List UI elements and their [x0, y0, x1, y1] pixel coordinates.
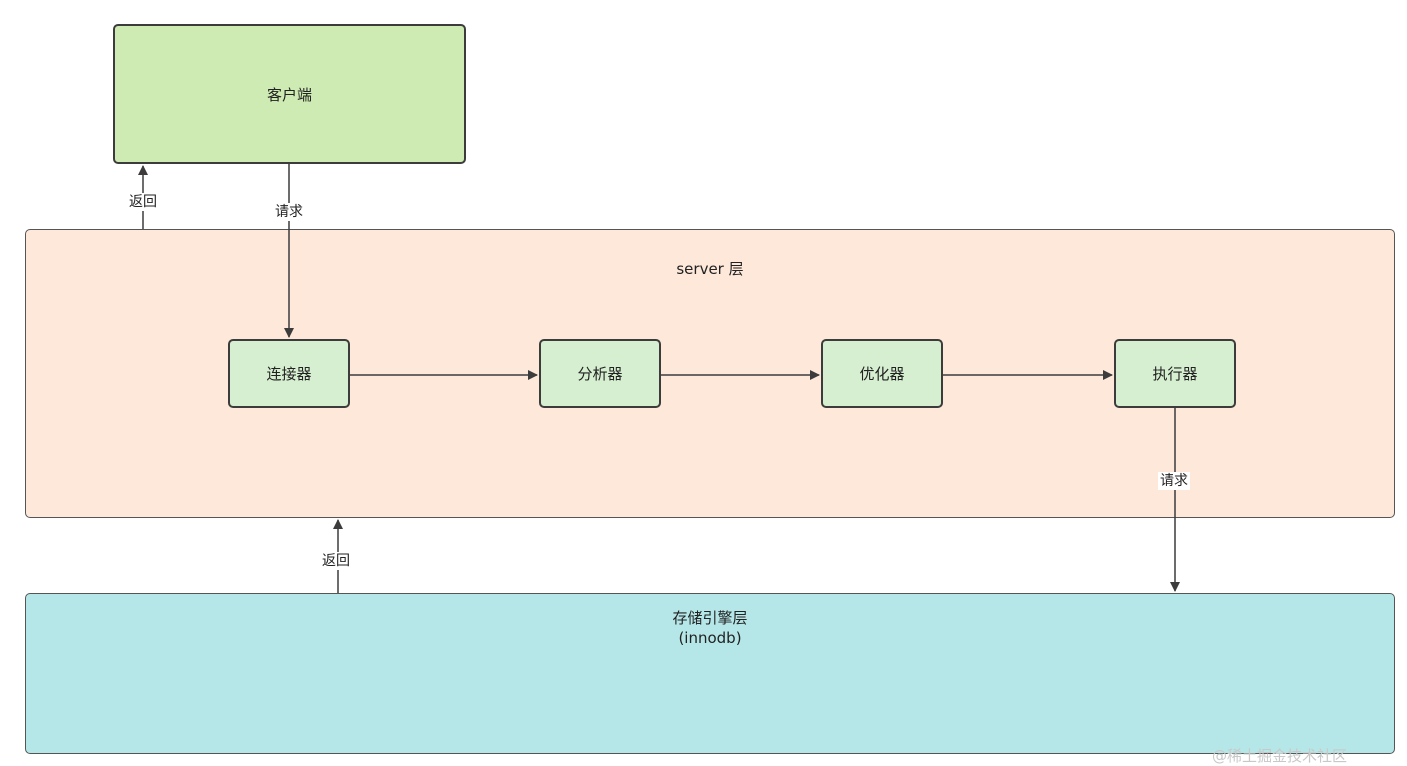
edge-label-storage-return: 返回: [320, 552, 352, 570]
connector-label: 连接器: [266, 365, 312, 383]
server-layer-title: server 层: [676, 260, 744, 278]
watermark: @稀土掘金技术社区: [1212, 747, 1348, 765]
storage-engine-title: 存储引擎层: [672, 609, 748, 627]
edge-label-client-return: 返回: [127, 193, 159, 211]
analyzer-node: 分析器: [539, 339, 661, 408]
executor-node: 执行器: [1114, 339, 1236, 408]
analyzer-label: 分析器: [577, 365, 623, 383]
optimizer-label: 优化器: [859, 365, 905, 383]
storage-engine-subtitle: (innodb): [678, 629, 742, 647]
storage-engine-layer: 存储引擎层 (innodb): [25, 593, 1395, 754]
client-label: 客户端: [266, 85, 312, 104]
edge-label-storage-request: 请求: [1158, 472, 1190, 490]
connector-node: 连接器: [228, 339, 350, 408]
executor-label: 执行器: [1152, 365, 1198, 383]
optimizer-node: 优化器: [821, 339, 943, 408]
client-node: 客户端: [113, 24, 466, 164]
edge-label-client-request: 请求: [273, 203, 305, 221]
